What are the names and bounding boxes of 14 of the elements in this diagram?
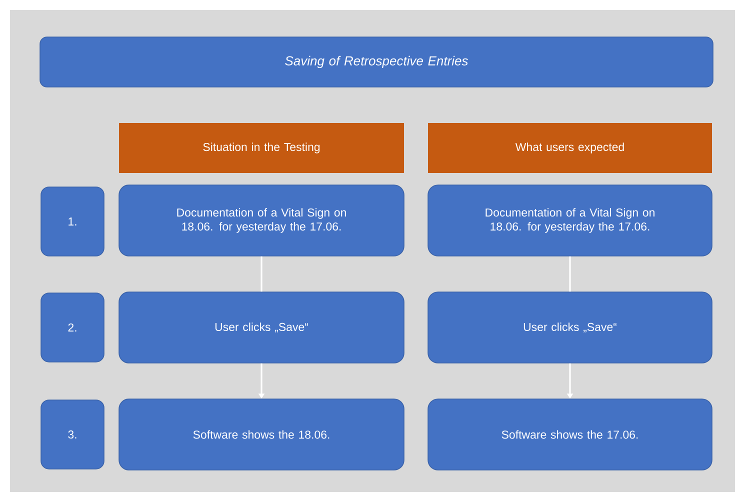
column-header: Situation in the Testing <box>119 123 404 173</box>
process-box: Software shows the 17.06. <box>428 398 712 470</box>
process-box: User clicks „Save“ <box>428 292 712 364</box>
step-number-box: 1. <box>40 186 104 256</box>
step-number-box: 2. <box>40 292 104 362</box>
title-box: Saving of Retrospective Entries <box>40 36 714 88</box>
process-box: Software shows the 18.06. <box>118 398 404 470</box>
process-box: User clicks „Save“ <box>118 292 404 364</box>
process-box: Documentation of a Vital Sign on 18.06. for yesterday the 17.06. <box>118 184 404 256</box>
column-header: What users expected <box>428 123 712 173</box>
connector-line <box>569 256 571 292</box>
connector-line <box>260 256 262 292</box>
step-number-box: 3. <box>40 400 104 470</box>
process-box: Documentation of a Vital Sign on 18.06. for yesterday the 17.06. <box>428 184 712 256</box>
